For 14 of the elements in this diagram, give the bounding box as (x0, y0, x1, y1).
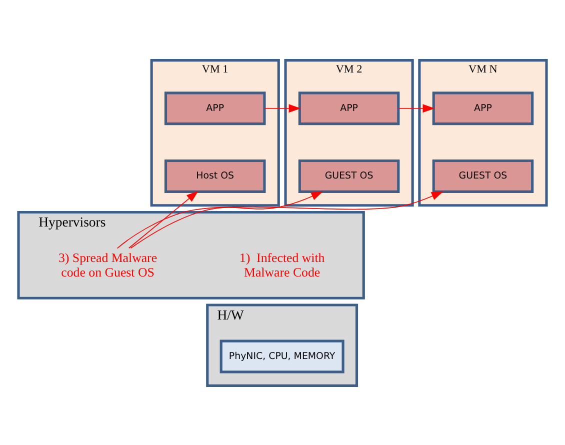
arrow (116, 190, 444, 248)
node-text: 3) Spread Malware code on Guest OS (58, 250, 158, 280)
arrow (398, 104, 435, 112)
node-box: Host OS (164, 158, 266, 192)
arrow (264, 104, 301, 112)
node-box: APP (164, 91, 266, 125)
node-text: 1) Infected with Malware Code (239, 250, 325, 280)
node-box: GUEST OS (298, 158, 400, 192)
node-box: APP (298, 91, 400, 125)
node-box: APP (432, 91, 534, 125)
node-box: PhyNIC, CPU, MEMORY (220, 339, 344, 373)
arrow (128, 190, 198, 248)
arrow (130, 190, 324, 248)
node-box: GUEST OS (432, 158, 534, 192)
